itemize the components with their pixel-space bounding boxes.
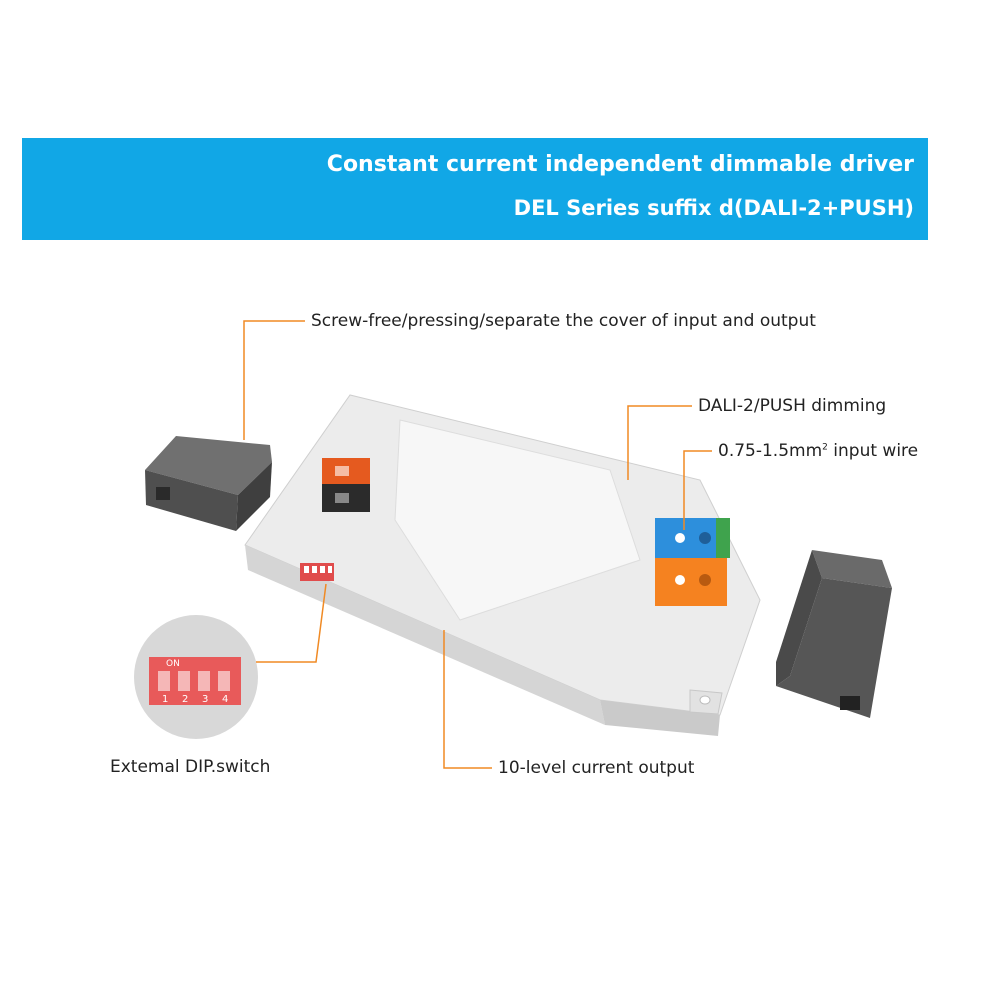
callout-wire-suffix: input wire [827,441,919,461]
callout-lines [243,320,712,769]
dip-number-1: 1 [162,694,168,705]
driver-housing [244,394,761,736]
dip-switch-zoom: ON 1 2 3 4 [134,615,258,739]
callout-cover: Screw-free/pressing/separate the cover o… [311,311,816,331]
dip-number-2: 2 [182,694,188,705]
banner-title: Constant current independent dimmable dr… [326,152,914,177]
left-cover-cap [145,436,272,531]
dip-number-3: 3 [202,694,208,705]
callout-dimming: DALI-2/PUSH dimming [698,396,887,416]
callout-current: 10-level current output [498,758,695,778]
dip-switch-housing [300,563,334,581]
callout-wire: 0.75-1.5mm2 input wire [718,441,918,461]
header-banner: Constant current independent dimmable dr… [22,138,928,240]
input-terminal-block [655,518,730,606]
callout-wire-sup: 2 [822,442,828,453]
right-cover-cap [776,550,892,718]
callout-wire-prefix: 0.75-1.5mm [718,441,823,461]
banner-subtitle: DEL Series suffix d(DALI-2+PUSH) [513,196,914,220]
dip-number-4: 4 [222,694,228,705]
callout-dip: Extemal DIP.switch [110,757,271,777]
dip-on-label: ON [166,659,180,669]
output-terminal-block [322,458,370,512]
